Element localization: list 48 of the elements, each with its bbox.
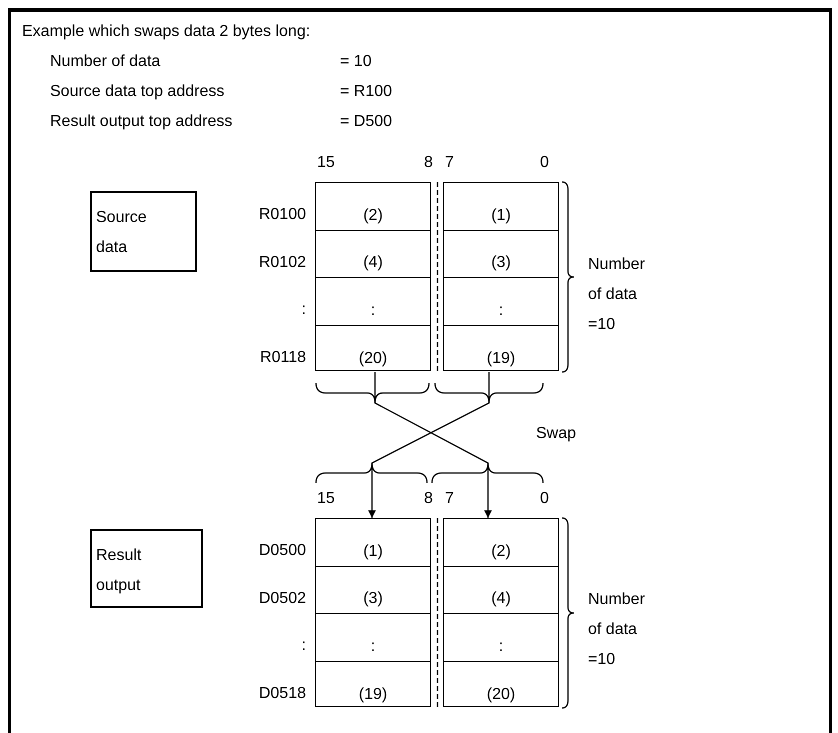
memory-column (443, 182, 559, 371)
register-address: R0102 (258, 252, 306, 272)
register-cell: : (444, 278, 558, 326)
register-address: D0518 (258, 684, 306, 704)
parameter-text: = R100 (340, 82, 392, 102)
parameter-text: Result output top address (50, 112, 232, 132)
brace-label: Number of data =10 (588, 255, 646, 335)
parameter-text: Number of data (50, 52, 160, 72)
register-address: R0100 (258, 205, 306, 225)
bit-number: 0 (540, 489, 549, 509)
register-cell: : (316, 278, 430, 326)
register-cell: (2) (316, 183, 430, 230)
register-cell: (4) (316, 230, 430, 278)
bit-number: 8 (424, 489, 433, 509)
memory-column (315, 518, 431, 707)
bit-number: 15 (317, 153, 335, 173)
bit-number: 8 (424, 153, 433, 173)
register-cell: : (316, 614, 430, 662)
register-cell: (20) (444, 662, 558, 709)
brace-label: Number of data =10 (588, 590, 646, 670)
register-cell: (3) (316, 566, 430, 614)
register-cell: (4) (444, 566, 558, 614)
register-cell: (1) (316, 519, 430, 566)
register-address: : (302, 636, 306, 656)
parameter-text: = D500 (340, 112, 392, 132)
heading: Example which swaps data 2 bytes long: (22, 22, 310, 42)
bit-number: 7 (445, 489, 454, 509)
register-cell: (3) (444, 230, 558, 278)
register-address: R0118 (260, 348, 306, 368)
swap-label: Swap (536, 424, 576, 444)
bit-number: 7 (445, 153, 454, 173)
register-cell: (2) (444, 519, 558, 566)
register-cell: (19) (444, 326, 558, 373)
register-cell: : (444, 614, 558, 662)
parameter-text: = 10 (340, 52, 372, 72)
bit-number: 0 (540, 153, 549, 173)
bit-number: 15 (317, 489, 335, 509)
register-address: : (302, 300, 306, 320)
memory-column (315, 182, 431, 371)
register-cell: (19) (316, 662, 430, 709)
register-cell: (1) (444, 183, 558, 230)
register-address: D0502 (258, 588, 306, 608)
label-box: Source data (90, 191, 197, 272)
register-cell: (20) (316, 326, 430, 373)
label-box: Result output (90, 529, 203, 608)
register-address: D0500 (258, 541, 306, 561)
parameter-text: Source data top address (50, 82, 224, 102)
memory-column (443, 518, 559, 707)
